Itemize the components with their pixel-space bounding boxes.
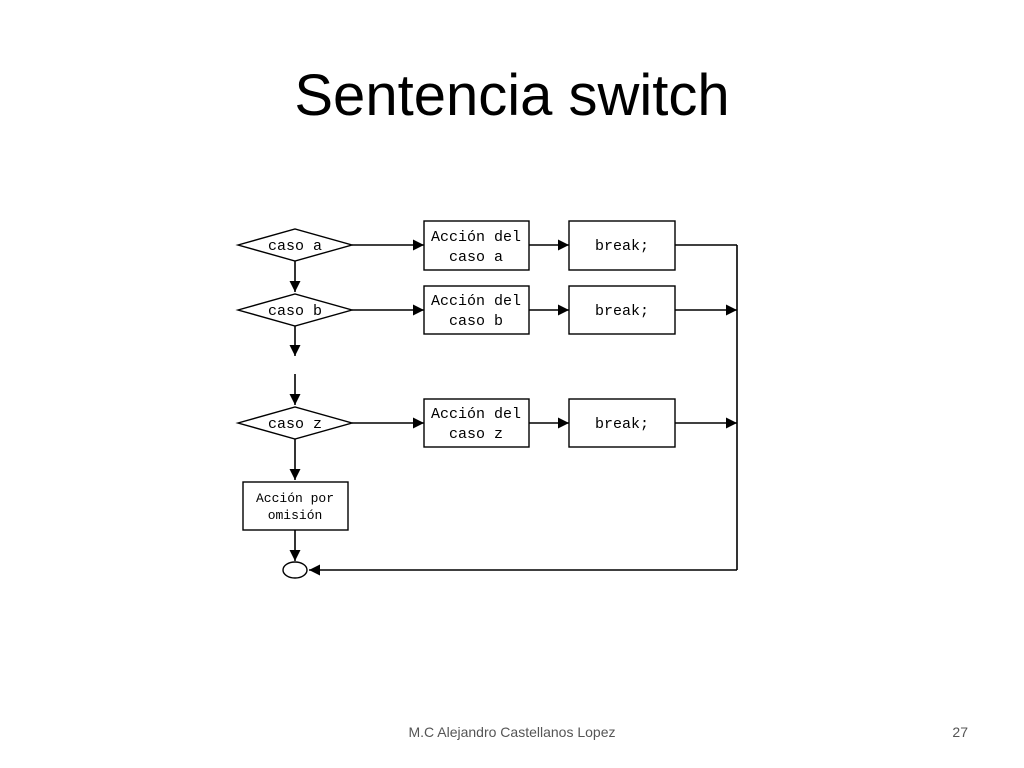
label-default-line2: omisión [268,508,323,523]
box-accion-caso-b [423,285,530,335]
label-break-z: break; [595,416,649,433]
end-node [282,561,308,579]
page-number: 27 [952,724,968,740]
decision-caso-z [235,406,355,440]
slide-title: Sentencia switch [294,63,730,128]
box-accion-caso-a [423,220,530,271]
box-break-z [568,398,676,448]
label-accion-a-line1: Acción del [431,229,521,246]
label-caso-a: caso a [268,238,322,255]
label-accion-z-line1: Acción del [431,406,521,423]
label-default-line1: Acción por [256,491,334,506]
decision-caso-a [235,228,355,262]
label-break-a: break; [595,238,649,255]
label-caso-z: caso z [268,416,322,433]
label-caso-b: caso b [268,303,322,320]
label-accion-z-line2: caso z [449,426,503,443]
box-accion-caso-z [423,398,530,448]
decision-caso-b [235,293,355,327]
label-break-b: break; [595,303,649,320]
label-accion-a-line2: caso a [449,249,503,266]
label-accion-b-line1: Acción del [431,293,521,310]
box-break-a [568,220,676,271]
box-break-b [568,285,676,335]
slide-footer: M.C Alejandro Castellanos Lopez [408,724,616,740]
label-accion-b-line2: caso b [449,313,503,330]
box-accion-por-omision [242,481,349,531]
